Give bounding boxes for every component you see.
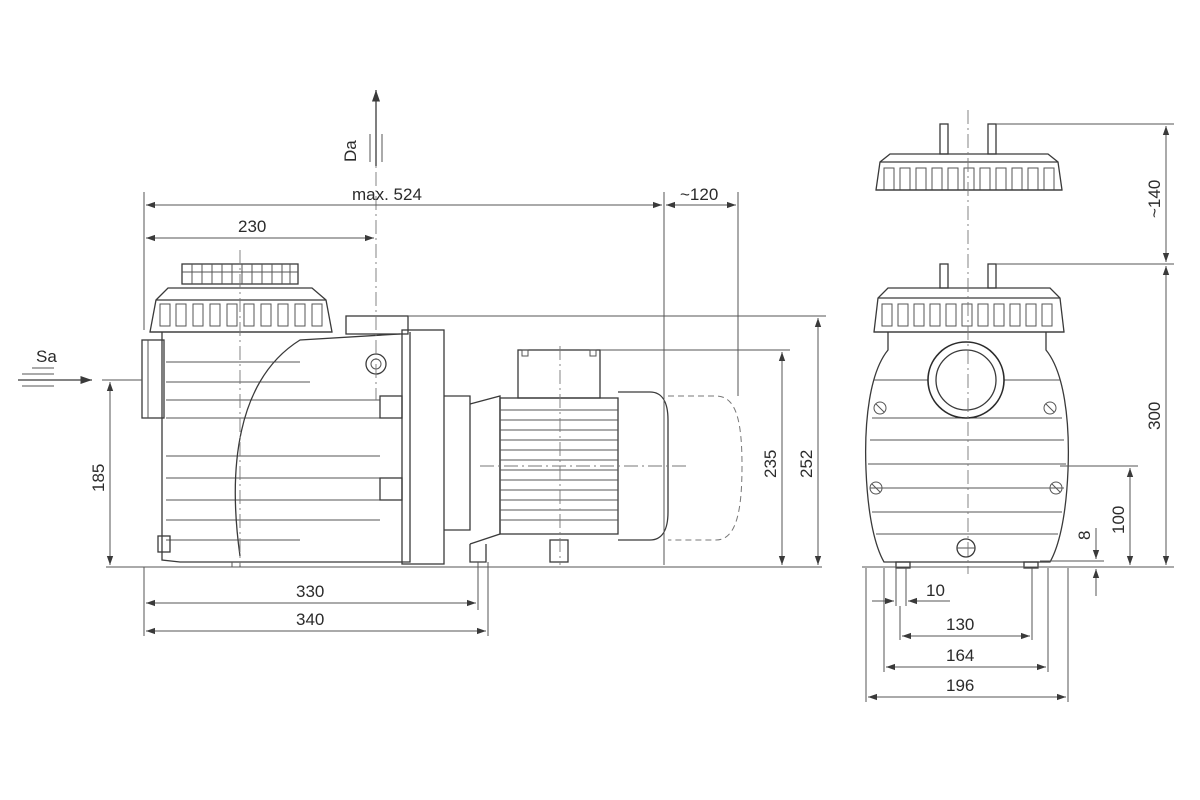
svg-text:252: 252 — [797, 450, 816, 478]
dimension-foot-width: 10 — [872, 568, 950, 606]
dimension-total-height-front: 300 — [1100, 266, 1174, 568]
dimension-foot-height: 100 — [1060, 465, 1138, 565]
dimension-total-height-side: 252 — [408, 315, 826, 565]
dimension-max-length: max. 524 ~120 — [143, 185, 739, 565]
svg-text:230: 230 — [238, 217, 266, 236]
strainer-lid-side — [149, 263, 333, 333]
strainer-lid-front — [873, 263, 1065, 333]
dimension-base-length: 330 340 — [143, 562, 489, 636]
dimension-inlet-height: 185 — [89, 379, 142, 565]
suction-inlet-arrow: Sa — [18, 347, 92, 387]
dimension-lid-clearance: ~140 — [996, 123, 1174, 265]
svg-text:330: 330 — [296, 582, 324, 601]
dimension-inlet-to-outlet: 230 — [146, 217, 374, 242]
discharge-outlet-arrow: Da — [341, 90, 383, 166]
svg-text:100: 100 — [1109, 506, 1128, 534]
dimension-foot-thickness: 8 — [1040, 528, 1104, 596]
svg-text:340: 340 — [296, 610, 324, 629]
svg-text:130: 130 — [946, 615, 974, 634]
dimension-base-width: 130 164 196 — [865, 568, 1069, 702]
svg-text:185: 185 — [89, 464, 108, 492]
front-view: ~140 300 100 8 10 — [862, 110, 1174, 702]
strainer-lid-removed — [875, 123, 1063, 191]
dimension-outlet-height: 235 — [600, 349, 790, 565]
pump-body-front — [865, 332, 1069, 569]
side-view: Sa Da max. 524 ~120 230 185 — [18, 90, 826, 636]
svg-text:164: 164 — [946, 646, 974, 665]
svg-text:300: 300 — [1145, 402, 1164, 430]
svg-text:196: 196 — [946, 676, 974, 695]
svg-text:235: 235 — [761, 450, 780, 478]
svg-text:10: 10 — [926, 581, 945, 600]
suction-label: Sa — [36, 347, 57, 366]
discharge-label: Da — [341, 140, 360, 162]
motor-side — [401, 329, 743, 565]
svg-text:~140: ~140 — [1145, 180, 1164, 218]
pump-housing — [141, 315, 411, 567]
svg-text:8: 8 — [1075, 531, 1094, 540]
svg-text:max. 524: max. 524 — [352, 185, 422, 204]
svg-text:~120: ~120 — [680, 185, 718, 204]
